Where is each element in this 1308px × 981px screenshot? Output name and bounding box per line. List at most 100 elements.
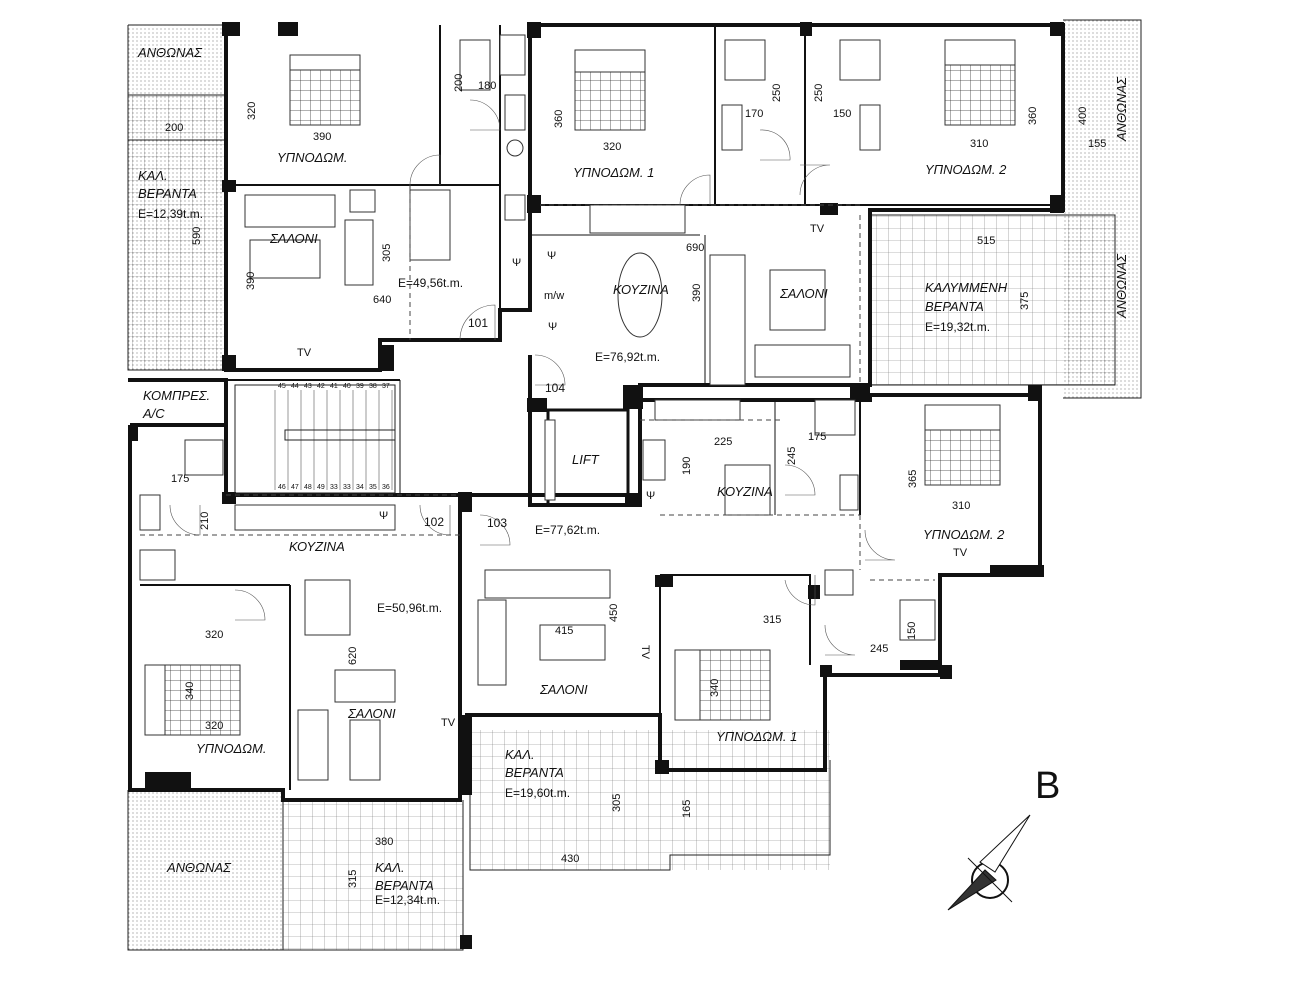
tv-label: TV <box>953 547 968 559</box>
unit-number: 101 <box>468 316 488 330</box>
dimension: 150 <box>906 622 918 640</box>
dimension: 515 <box>977 235 995 247</box>
stair-number: 39 <box>356 383 364 390</box>
stair-number: 33 <box>343 484 351 491</box>
dashed-lines <box>140 185 935 581</box>
room-label: ΥΠΝΟΔΩΜ. 1 <box>573 165 654 180</box>
tv-label: TV <box>297 347 312 359</box>
stair-number: 47 <box>291 484 299 491</box>
room-label: ΣΑΛΟΝΙ <box>539 682 588 697</box>
dimension: 225 <box>714 436 732 448</box>
dimension: 305 <box>611 794 623 812</box>
room-label: ΥΠΝΟΔΩΜ. <box>277 150 348 165</box>
stair-number: 45 <box>278 383 286 390</box>
room-label: ΚΑΛ. <box>505 747 535 762</box>
stair-number: 48 <box>304 484 312 491</box>
room-label: ΚΑΛ. <box>375 860 405 875</box>
dimension: 390 <box>313 131 331 143</box>
dimension: 310 <box>952 500 970 512</box>
dimension: 320 <box>205 720 223 732</box>
dimension: 165 <box>681 800 693 818</box>
unit-area: E=50,96t.m. <box>377 601 442 615</box>
dimension: 430 <box>561 853 579 865</box>
room-label: ΒΕΡΑΝΤΑ <box>375 878 434 893</box>
dimension: 320 <box>205 629 223 641</box>
stair-number: 40 <box>343 383 351 390</box>
stair-number: 46 <box>278 484 286 491</box>
room-label: ΥΠΝΟΔΩΜ. <box>196 741 267 756</box>
dimension: 365 <box>907 470 919 488</box>
dimension: 245 <box>870 643 888 655</box>
dimension: 340 <box>709 679 721 697</box>
dimension: 245 <box>786 447 798 465</box>
room-label: ΣΑΛΟΝΙ <box>779 286 828 301</box>
stair-number: 34 <box>356 484 364 491</box>
stair-number: 37 <box>382 383 390 390</box>
dimension: 305 <box>381 244 393 262</box>
dimension: 320 <box>603 141 621 153</box>
hatch-areas <box>128 20 1141 950</box>
stair-number: 43 <box>304 383 312 390</box>
dimension: 170 <box>745 108 763 120</box>
room-label: A/C <box>142 406 165 421</box>
dimension: 360 <box>553 110 565 128</box>
room-label: ΚΑΛΥΜΜΕΝΗ <box>925 280 1008 295</box>
dimension: 390 <box>245 272 257 290</box>
fridge-label: Ψ <box>646 490 655 502</box>
room-label: ΑΝΘΩΝΑΣ <box>1114 76 1129 142</box>
tv-label: TV <box>441 717 456 729</box>
block-letter: B <box>1035 765 1060 807</box>
dimension: 190 <box>681 457 693 475</box>
fridge-label: Ψ <box>379 510 388 522</box>
microwave-label: m/w <box>544 290 564 302</box>
dimension: 180 <box>478 80 496 92</box>
fridge-label: Ψ <box>512 257 521 269</box>
dimension: 175 <box>171 473 189 485</box>
thin-outlines <box>127 19 1142 951</box>
dimension: 690 <box>686 242 704 254</box>
room-label: ΑΝΘΩΝΑΣ <box>166 860 232 875</box>
room-label: ΑΝΘΩΝΑΣ <box>137 45 203 60</box>
dimension: 200 <box>165 122 183 134</box>
dimension: 640 <box>373 294 391 306</box>
room-label: ΣΑΛΟΝΙ <box>269 231 318 246</box>
dimension: 315 <box>347 870 359 888</box>
tv-label: TV <box>810 223 825 235</box>
dimension: 620 <box>347 647 359 665</box>
unit-area: E=77,62t.m. <box>535 523 600 537</box>
room-label: ΑΝΘΩΝΑΣ <box>1114 253 1129 319</box>
room-label: ΚΟΥΖΙΝΑ <box>289 539 345 554</box>
dimension: 175 <box>808 431 826 443</box>
north-arrow-icon <box>947 814 1031 911</box>
room-label: ΣΑΛΟΝΙ <box>347 706 396 721</box>
walls <box>128 23 1065 802</box>
fridge-label: Ψ <box>547 250 556 262</box>
dimension: 320 <box>246 102 258 120</box>
dimension: 380 <box>375 836 393 848</box>
furniture <box>139 34 1016 781</box>
stair-number: 36 <box>382 484 390 491</box>
stair-number: 33 <box>330 484 338 491</box>
room-label: ΥΠΝΟΔΩΜ. 2 <box>925 162 1007 177</box>
dimension: 200 <box>453 74 465 92</box>
dimension: 250 <box>771 84 783 102</box>
dimension: 315 <box>763 614 781 626</box>
stair-number: 41 <box>330 383 338 390</box>
room-label: ΚΑΛ. <box>138 168 168 183</box>
wall-blocks <box>130 22 1064 949</box>
tv-label: TV <box>639 645 651 660</box>
dimension: 155 <box>1088 138 1106 150</box>
room-label: ΚΟΜΠΡΕΣ. <box>143 388 210 403</box>
stair-number: 38 <box>369 383 377 390</box>
unit-area: E=49,56t.m. <box>398 276 463 290</box>
dimension: 390 <box>691 284 703 302</box>
dimension: 210 <box>199 512 211 530</box>
dimension: 150 <box>833 108 851 120</box>
room-label: LIFT <box>572 452 600 467</box>
dimension: 310 <box>970 138 988 150</box>
dimension: 340 <box>184 682 196 700</box>
dimension: 400 <box>1077 107 1089 125</box>
stair-number: 44 <box>291 383 299 390</box>
labels: B 101 E=49,56t.m. 104 E=76,92t.m. 102 E=… <box>137 45 1129 907</box>
